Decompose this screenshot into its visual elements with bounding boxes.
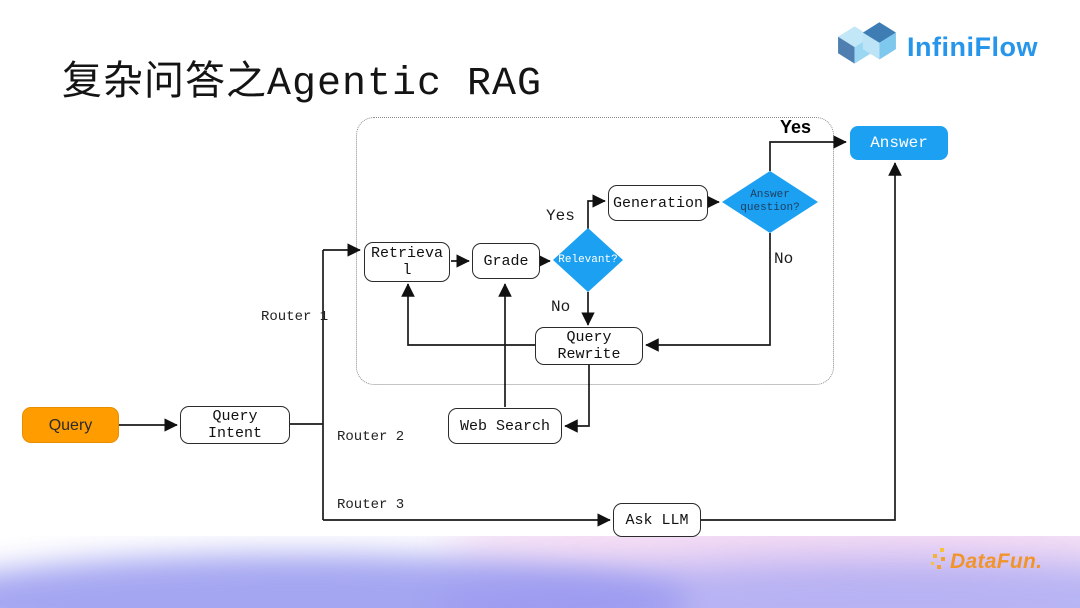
node-grade: Grade — [472, 243, 540, 279]
edge-label-no-relevant: No — [551, 298, 571, 316]
edge-label-router-1: Router 1 — [261, 309, 329, 325]
infiniflow-cubes-icon — [836, 20, 898, 75]
edge-label-router-3: Router 3 — [337, 497, 405, 513]
node-web-search: Web Search — [448, 408, 562, 444]
edge-label-yes-relevant: Yes — [546, 207, 575, 225]
node-generation: Generation — [608, 185, 708, 221]
node-answer: Answer — [850, 126, 948, 160]
edge-label-router-2: Router 2 — [337, 429, 405, 445]
edge-label-no-answer: No — [774, 250, 794, 268]
node-ask-llm: Ask LLM — [613, 503, 701, 537]
decision-answer-question-label: Answer question? — [740, 189, 800, 214]
bottom-wave-decoration — [0, 536, 1080, 608]
page-title: 复杂问答之Agentic RAG — [62, 62, 543, 107]
datafun-logo-text: DataFun. — [950, 549, 1043, 573]
node-retrieval: Retrieval — [364, 242, 450, 282]
node-query-rewrite: Query Rewrite — [535, 327, 643, 365]
node-query: Query — [22, 407, 119, 443]
infiniflow-logo: InfiniFlow — [836, 20, 1038, 75]
datafun-pixels-icon — [930, 546, 948, 577]
datafun-logo: DataFun. — [930, 546, 1042, 577]
decision-relevant-label: Relevant? — [558, 253, 618, 266]
infiniflow-logo-text: InfiniFlow — [907, 32, 1038, 62]
edge-label-yes-to-answer: Yes — [780, 117, 812, 137]
node-query-intent: Query Intent — [180, 406, 290, 444]
